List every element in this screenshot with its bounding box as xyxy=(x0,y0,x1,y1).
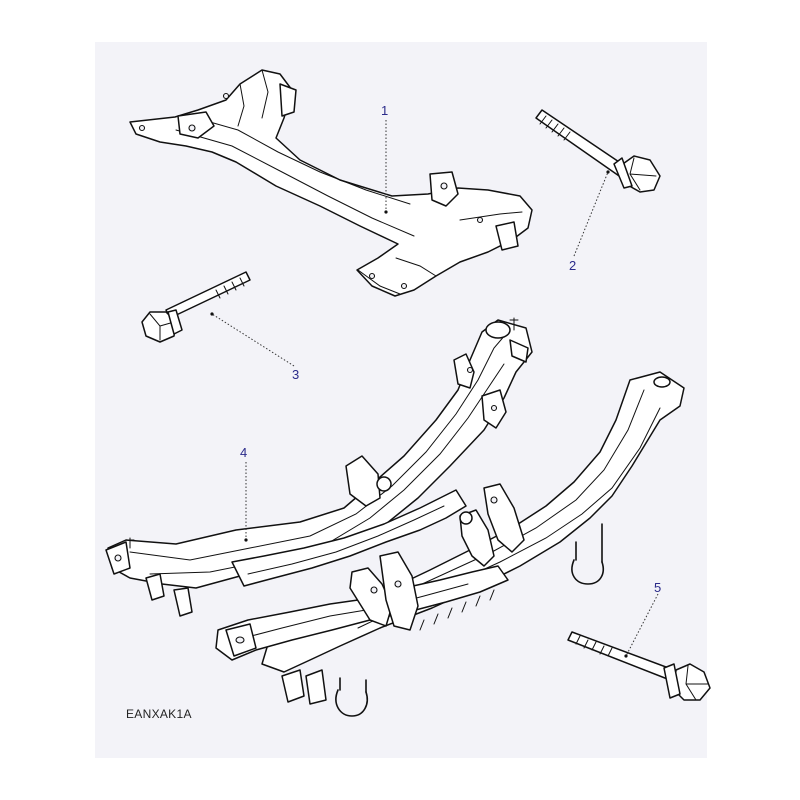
bolt-2 xyxy=(535,109,661,193)
callout-5[interactable]: 5 xyxy=(654,580,662,595)
callout-1[interactable]: 1 xyxy=(381,103,389,118)
leader-dot-2 xyxy=(606,170,610,174)
front-subframe xyxy=(129,69,533,297)
leader-dot-3 xyxy=(210,312,214,316)
callout-4[interactable]: 4 xyxy=(240,445,248,460)
bolt-5 xyxy=(567,631,711,701)
leader-dot-4 xyxy=(244,538,248,542)
callout-2[interactable]: 2 xyxy=(569,258,577,273)
callout-3[interactable]: 3 xyxy=(292,367,300,382)
diagram-code: EANXAK1A xyxy=(126,707,192,721)
leader-5 xyxy=(625,593,659,657)
leader-3 xyxy=(211,313,295,367)
bolt-3 xyxy=(141,271,251,343)
leader-dot-5 xyxy=(624,654,628,658)
leader-2 xyxy=(573,171,609,257)
rear-subframe xyxy=(105,317,685,717)
leader-dot-1 xyxy=(384,210,388,214)
